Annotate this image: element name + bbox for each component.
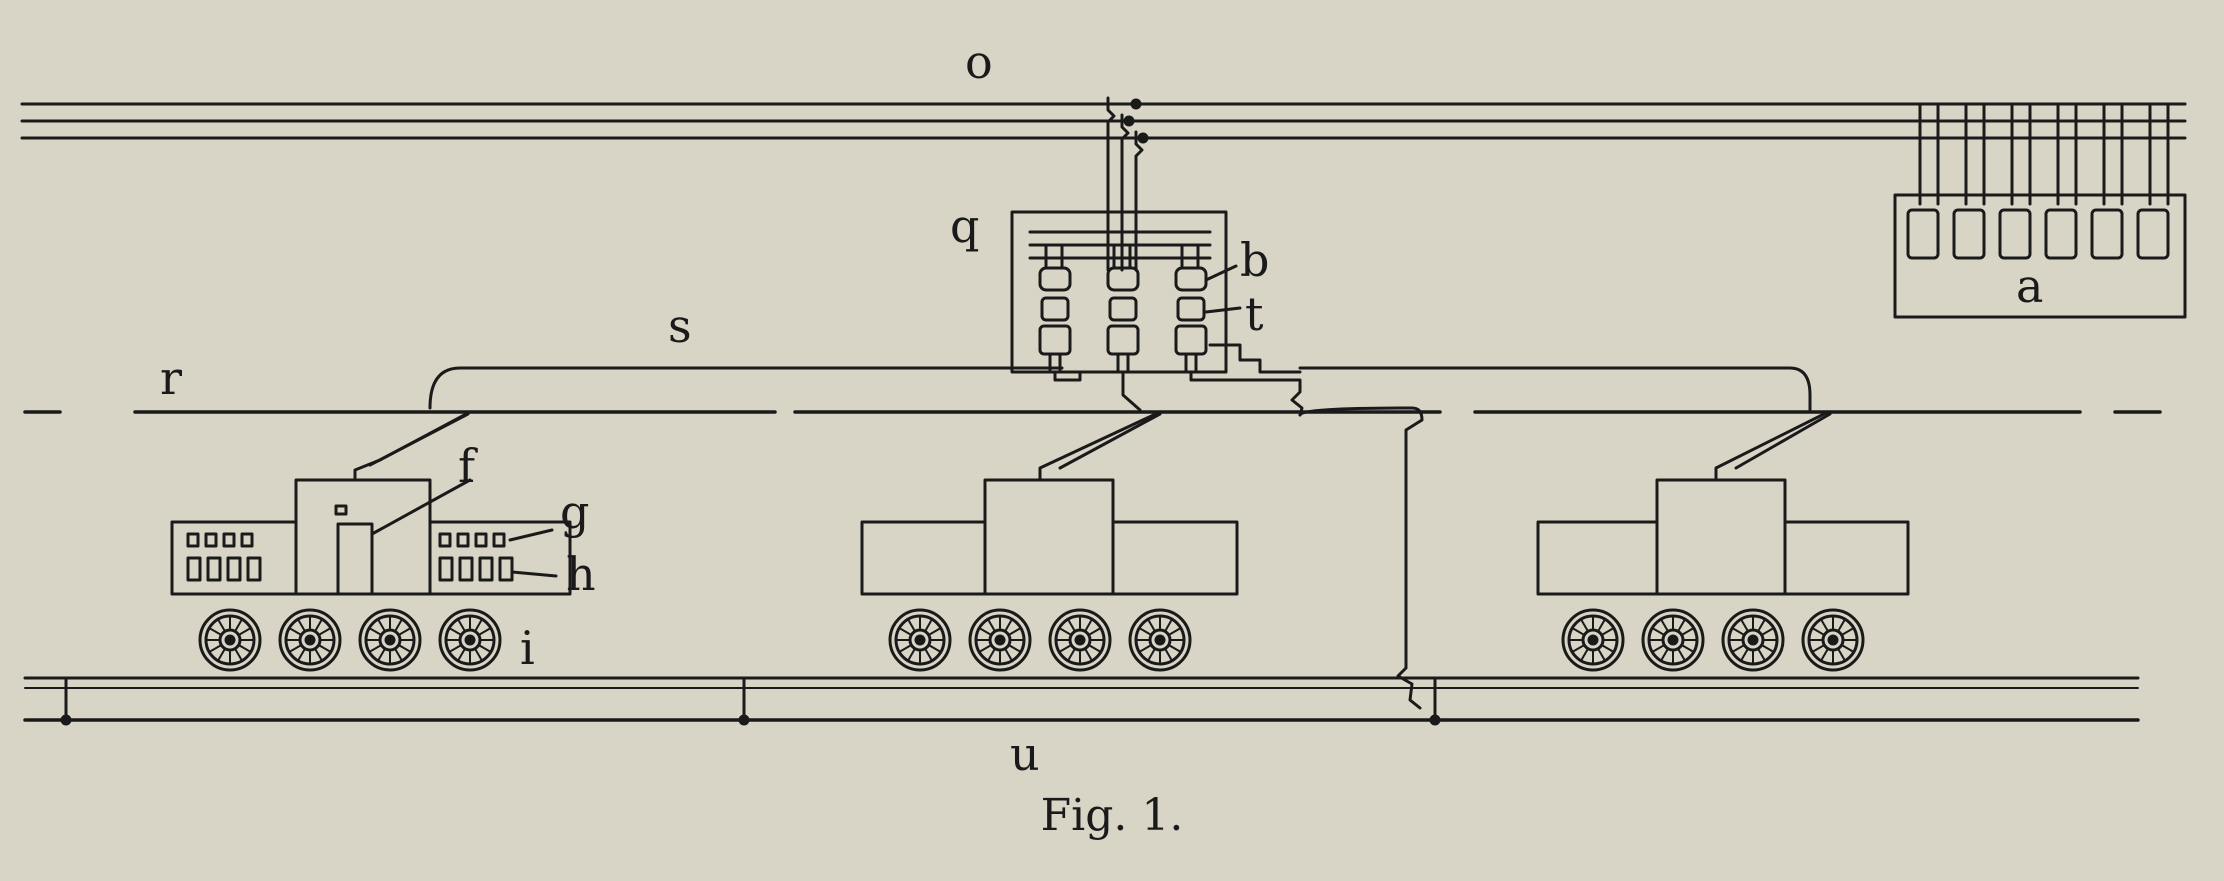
label-i: i [520, 621, 535, 675]
overhead-line-o [20, 102, 2187, 140]
leader-t [1204, 306, 1242, 314]
wheel [1801, 608, 1865, 672]
wheel [1128, 608, 1192, 672]
substation-feeders [1106, 96, 1149, 272]
taps-to-a [1918, 102, 2170, 206]
label-b: b [1240, 233, 1269, 287]
label-a: a [2016, 259, 2043, 313]
wheel [278, 608, 342, 672]
substation-outputs [1053, 343, 1304, 417]
label-f: f [458, 439, 478, 493]
wheel [968, 608, 1032, 672]
label-q: q [950, 199, 979, 253]
wheel [438, 608, 502, 672]
wheel [1641, 608, 1705, 672]
label-u: u [1010, 727, 1040, 781]
label-t: t [1245, 287, 1264, 341]
wheel-set [198, 608, 1865, 672]
wheel [358, 608, 422, 672]
locomotive-1 [170, 410, 572, 596]
label-g: g [560, 485, 589, 539]
wheel [1561, 608, 1625, 672]
substation-busbars [1028, 230, 1212, 260]
locomotive-3 [1536, 410, 1910, 596]
wheel [198, 608, 262, 672]
wheel [1048, 608, 1112, 672]
figure-caption: Fig. 1. [1041, 790, 1184, 841]
label-s: s [668, 299, 692, 353]
feeder-cable-s [428, 366, 1064, 410]
wheel [1721, 608, 1785, 672]
locomotive-2 [860, 410, 1239, 596]
wheel [888, 608, 952, 672]
rail-u [23, 676, 2140, 726]
label-h: h [566, 547, 596, 601]
label-o: o [965, 35, 993, 89]
label-r: r [160, 351, 182, 405]
substation-a [1893, 102, 2187, 319]
transformer-unit-2 [1106, 243, 1140, 374]
feeder-cable-s-right [1298, 366, 1812, 412]
return-conductor [1298, 406, 1424, 710]
leader-b [1204, 264, 1238, 282]
